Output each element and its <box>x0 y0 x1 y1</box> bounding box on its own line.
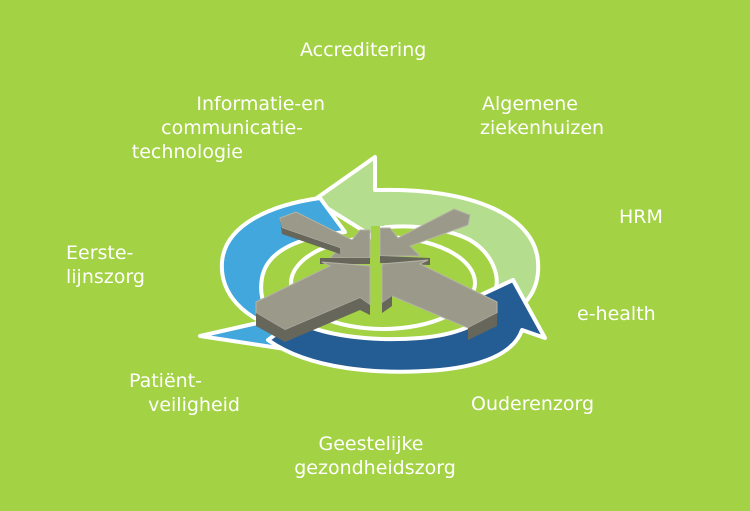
label-accreditering: Accreditering <box>300 39 427 61</box>
label-eerstelijnszorg: Eerste- lijnszorg <box>66 242 145 288</box>
label-hrm: HRM <box>619 206 663 228</box>
label-ict: Informatie-en communicatie- technologie <box>131 93 325 163</box>
label-ouderenzorg: Ouderenzorg <box>471 393 595 415</box>
label-e-health: e-health <box>577 303 656 325</box>
cycle-arrow-dark-blue <box>266 278 547 374</box>
cycle-arrow-light-green <box>312 155 541 312</box>
label-algemene-ziekenhuizen: Algemene ziekenhuizen <box>480 93 605 139</box>
label-geestelijke-gezondheidszorg: Geestelijke gezondheidszorg <box>294 433 456 479</box>
label-patientveiligheid: Patiënt- veiligheid <box>128 370 240 416</box>
converging-arrows-icon <box>255 208 498 342</box>
